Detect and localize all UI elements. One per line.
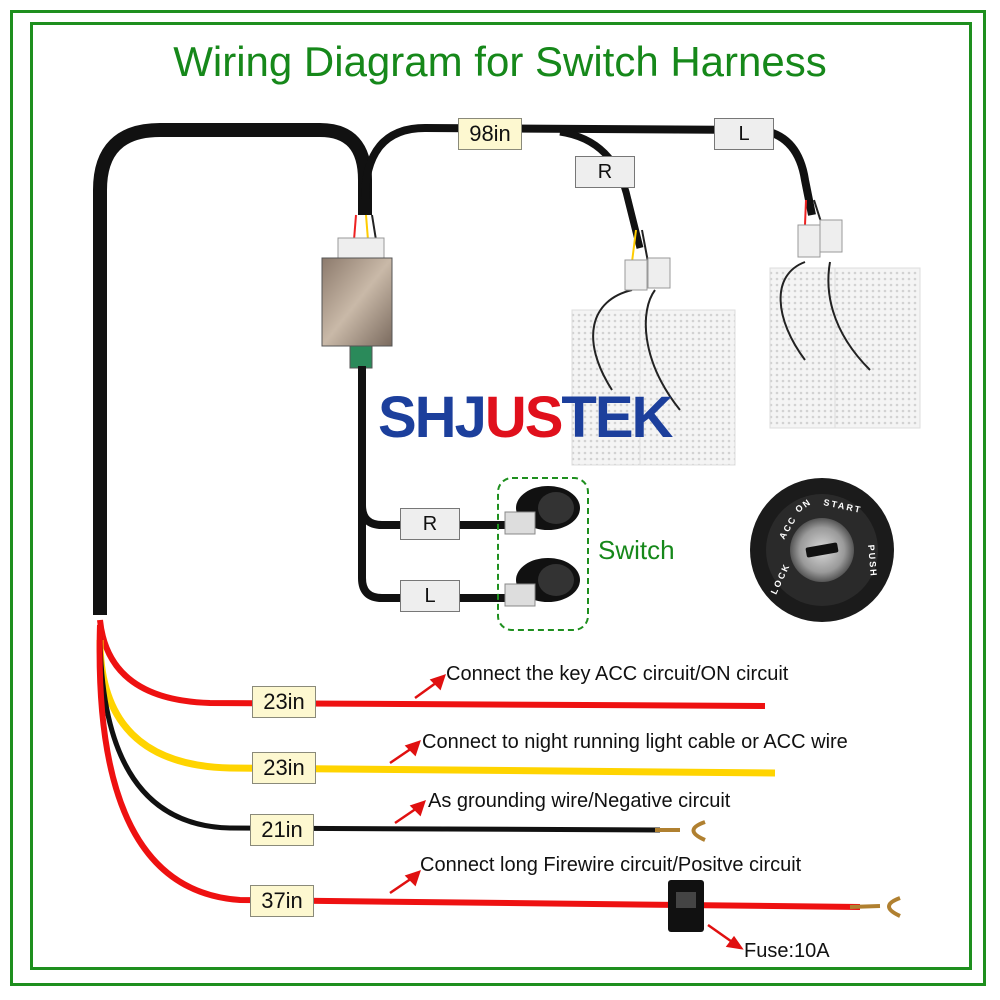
wire-length-tag: 23in <box>252 752 316 784</box>
wire-note: Connect to night running light cable or … <box>422 731 848 753</box>
positive-terminal <box>849 896 901 918</box>
wire-note: As grounding wire/Negative circuit <box>428 790 731 812</box>
switch-group-outline <box>497 477 589 631</box>
connectors <box>337 219 843 291</box>
brand-logo: SHJUSTEK <box>378 385 673 450</box>
seat-heater-pads-right <box>571 289 736 466</box>
wire-length-tag: 37in <box>250 885 314 917</box>
ignition-push: PUSH <box>866 544 879 578</box>
control-module <box>321 257 393 347</box>
wire-note: Connect the key ACC circuit/ON circuit <box>446 663 789 685</box>
switch-cable-l <box>358 495 505 602</box>
wire-red-acc <box>97 619 766 709</box>
switch-l-tag: L <box>400 580 460 612</box>
harness-r-tag: R <box>575 156 635 188</box>
switch-r-tag: R <box>400 508 460 540</box>
fuse-label: Fuse:10A <box>744 940 830 962</box>
seat-heater-pads-left <box>769 261 921 429</box>
diagram-title: Wiring Diagram for Switch Harness <box>173 38 827 85</box>
wire-note: Connect long Firewire circuit/Positve ci… <box>420 854 802 876</box>
switch-buttons <box>504 486 580 607</box>
wire-length-tag: 21in <box>250 814 314 846</box>
wire-red-positive <box>96 624 861 910</box>
outer-border <box>10 10 986 986</box>
switch-label: Switch <box>598 535 675 565</box>
ignition-switch: LOCK ACC ON START PUSH <box>750 478 894 622</box>
right-seat-cable <box>559 128 644 249</box>
harness-l-tag: L <box>714 118 774 150</box>
main-length-tag: 98in <box>458 118 522 150</box>
wire-length-tag: 23in <box>252 686 316 718</box>
seat-cable <box>361 123 816 216</box>
inner-border <box>30 22 972 970</box>
ground-terminal <box>655 820 706 842</box>
arrows <box>389 674 744 950</box>
main-cable <box>93 123 372 615</box>
